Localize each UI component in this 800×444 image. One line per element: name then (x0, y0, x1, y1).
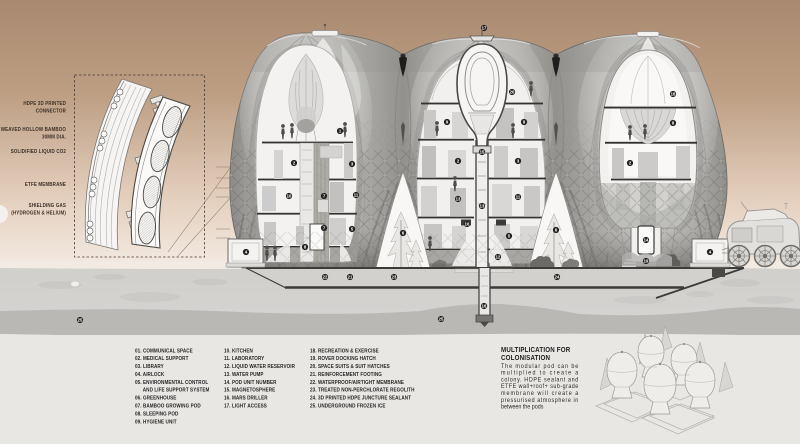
svg-text:20: 20 (510, 90, 515, 95)
svg-text:MULTIPLICATION FOR: MULTIPLICATION FOR (501, 347, 570, 355)
svg-text:4: 4 (709, 250, 712, 255)
svg-text:HDPE 3D PRINTED: HDPE 3D PRINTED (23, 101, 66, 108)
svg-text:7: 7 (323, 226, 326, 231)
svg-text:23: 23 (392, 275, 397, 280)
svg-text:24: 24 (555, 275, 560, 280)
svg-text:06. GREENHOUSE: 06. GREENHOUSE (135, 395, 177, 402)
svg-text:1: 1 (339, 129, 342, 134)
svg-text:2: 2 (457, 159, 460, 164)
svg-text:COLONISATION: COLONISATION (501, 355, 550, 363)
svg-text:21. REINFORCEMENT FOOTING: 21. REINFORCEMENT FOOTING (310, 372, 382, 379)
svg-text:CONNECTOR: CONNECTOR (36, 108, 66, 115)
svg-text:25: 25 (78, 318, 83, 323)
svg-text:24. 3D PRINTED HDPE JUNCTURE S: 24. 3D PRINTED HDPE JUNCTURE SEALANT (310, 395, 412, 402)
svg-text:16: 16 (482, 304, 487, 309)
svg-text:16. MARS DRILLER: 16. MARS DRILLER (224, 395, 268, 402)
svg-text:13: 13 (480, 204, 485, 209)
svg-text:AND LIFE SUPPORT SYSTEM: AND LIFE SUPPORT SYSTEM (143, 387, 210, 394)
svg-text:19. ROVER DOCKING HATCH: 19. ROVER DOCKING HATCH (310, 356, 376, 363)
svg-text:10. KITCHEN: 10. KITCHEN (224, 348, 253, 355)
svg-text:09. HYGIENE UNIT: 09. HYGIENE UNIT (135, 419, 177, 426)
svg-text:11. LABORATORY: 11. LABORATORY (224, 356, 265, 363)
svg-text:WEAVED HOLLOW BAMBOO: WEAVED HOLLOW BAMBOO (1, 127, 66, 134)
svg-text:21: 21 (348, 275, 353, 280)
svg-text:25: 25 (439, 317, 444, 322)
svg-text:membrane will create a: membrane will create a (501, 391, 579, 397)
svg-text:colony. HDPE sealant and: colony. HDPE sealant and (501, 377, 578, 383)
svg-text:(HYDROGEN & HELIUM): (HYDROGEN & HELIUM) (11, 210, 66, 217)
svg-text:SOLIDIFIED LIQUID CO2: SOLIDIFIED LIQUID CO2 (11, 149, 66, 156)
svg-text:7: 7 (323, 194, 326, 199)
svg-text:03. LIBRARY: 03. LIBRARY (135, 364, 164, 371)
svg-text:07. BAMBOO GROWING POD: 07. BAMBOO GROWING POD (135, 403, 201, 410)
svg-text:4: 4 (245, 250, 248, 255)
svg-text:between the pods: between the pods (501, 404, 543, 410)
svg-text:10: 10 (465, 222, 470, 227)
svg-text:30MM DIA.: 30MM DIA. (42, 134, 66, 141)
svg-text:8: 8 (523, 120, 526, 125)
svg-text:multiplied to create a: multiplied to create a (501, 370, 579, 376)
svg-text:15. MAGNETOSPHERE: 15. MAGNETOSPHERE (224, 387, 276, 394)
svg-text:5: 5 (508, 234, 511, 239)
svg-text:6: 6 (402, 231, 405, 236)
svg-text:02. MEDICAL SUPPORT: 02. MEDICAL SUPPORT (135, 356, 189, 363)
svg-text:18. RECREATION & EXERCISE: 18. RECREATION & EXERCISE (310, 348, 379, 355)
svg-text:The modular pod can be: The modular pod can be (501, 363, 579, 369)
svg-text:05. ENVIRONMENTAL CONTROL: 05. ENVIRONMENTAL CONTROL (135, 379, 209, 386)
svg-text:11: 11 (354, 193, 359, 198)
svg-text:23. TREATED NON-PERCHLORATE RE: 23. TREATED NON-PERCHLORATE REGOLITH (310, 387, 415, 394)
svg-text:14: 14 (644, 238, 649, 243)
svg-text:25. UNDERGROUND FROZEN ICE: 25. UNDERGROUND FROZEN ICE (310, 403, 386, 410)
svg-text:5: 5 (351, 227, 354, 232)
svg-text:3: 3 (517, 159, 520, 164)
svg-text:pressurised atmosphere in: pressurised atmosphere in (501, 397, 578, 403)
svg-text:2: 2 (293, 161, 296, 166)
svg-text:15: 15 (480, 150, 485, 155)
svg-text:13. WATER PUMP: 13. WATER PUMP (224, 372, 264, 379)
svg-text:17. LIGHT ACCESS: 17. LIGHT ACCESS (224, 403, 267, 410)
svg-text:17: 17 (482, 26, 487, 31)
svg-text:12. LIQUID WATER RESERVOIR: 12. LIQUID WATER RESERVOIR (224, 364, 295, 371)
svg-text:14. POD UNIT NUMBER: 14. POD UNIT NUMBER (224, 379, 277, 386)
svg-text:04. AIRLOCK: 04. AIRLOCK (135, 372, 164, 379)
svg-text:ETFE MEMBRANE: ETFE MEMBRANE (25, 182, 66, 189)
svg-text:SHIELDING GAS: SHIELDING GAS (29, 203, 67, 210)
svg-text:22: 22 (323, 275, 328, 280)
svg-text:10: 10 (287, 194, 292, 199)
svg-text:8: 8 (304, 245, 307, 250)
svg-text:6: 6 (555, 228, 558, 233)
svg-text:01. COMMUNICAL SPACE: 01. COMMUNICAL SPACE (135, 348, 193, 355)
svg-text:8: 8 (672, 121, 675, 126)
svg-text:2: 2 (629, 161, 632, 166)
svg-text:22. WATERPROOF/AIRTIGHT MEMBRA: 22. WATERPROOF/AIRTIGHT MEMBRANE (310, 379, 404, 386)
svg-text:12: 12 (496, 255, 501, 260)
svg-text:11: 11 (516, 195, 521, 200)
svg-text:08. SLEEPING POD: 08. SLEEPING POD (135, 411, 178, 418)
svg-text:ETFE wall+roof+ sub-grade: ETFE wall+roof+ sub-grade (501, 384, 579, 390)
svg-text:19: 19 (644, 259, 649, 264)
svg-text:13: 13 (456, 197, 461, 202)
svg-text:20. SPACE SUITS & SUIT HATCHES: 20. SPACE SUITS & SUIT HATCHES (310, 364, 390, 371)
svg-text:3: 3 (351, 162, 354, 167)
svg-text:9: 9 (446, 120, 449, 125)
svg-text:18: 18 (671, 92, 676, 97)
